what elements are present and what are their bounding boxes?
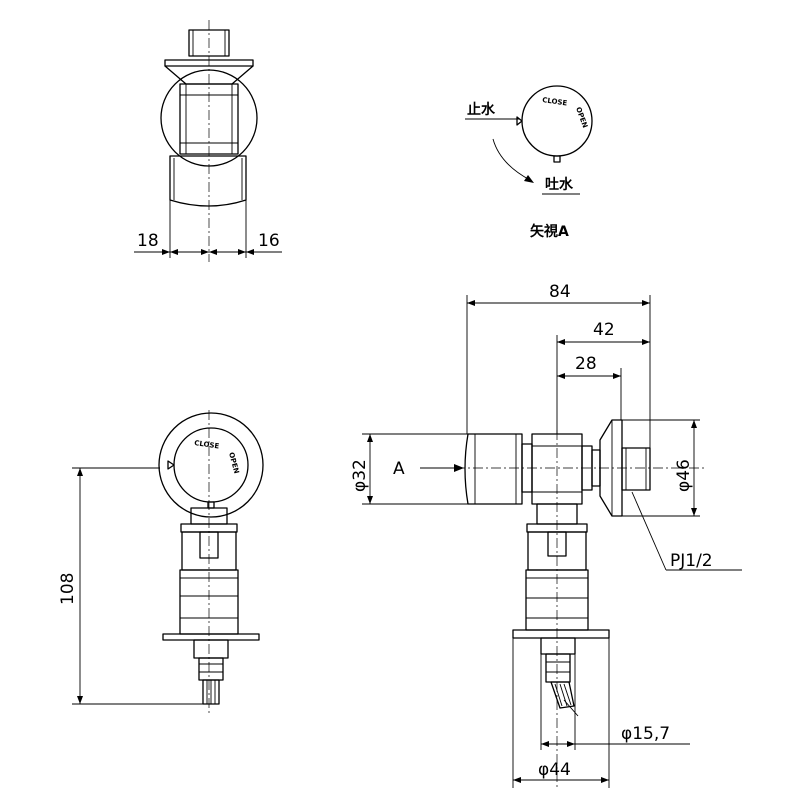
dim-mid-length: 42	[593, 320, 615, 340]
dim-short-length: 28	[575, 354, 597, 374]
dim-total-length: 84	[549, 282, 571, 302]
dim-top-right: 16	[258, 231, 280, 251]
dim-flange-diameter: φ46	[674, 459, 694, 492]
front-open-label: OPEN	[227, 451, 240, 474]
arrow-a-label: A	[393, 459, 405, 479]
stop-water-label: 止水	[467, 101, 496, 118]
side-view: A 84 42 28 φ32 φ46 PJ1/2	[350, 282, 742, 790]
dim-top-left: 18	[137, 231, 159, 251]
dim-height: 108	[58, 573, 78, 605]
dim-base-diameter: φ44	[538, 760, 571, 780]
dim-outlet-diameter: φ15,7	[621, 724, 670, 744]
view-a-open-label: OPEN	[574, 106, 589, 129]
dim-body-diameter: φ32	[350, 459, 370, 492]
thread-label: PJ1/2	[670, 551, 713, 571]
view-title: 矢視A	[530, 223, 569, 240]
top-view: 18 16	[134, 20, 282, 262]
view-a-close-label: CLOSE	[542, 96, 568, 107]
front-close-label: CLOSE	[194, 439, 220, 450]
discharge-water-label: 吐水	[545, 176, 574, 193]
view-a: CLOSE OPEN 止水 吐水 矢視A	[465, 85, 593, 240]
front-view: CLOSE OPEN 108	[58, 410, 264, 715]
